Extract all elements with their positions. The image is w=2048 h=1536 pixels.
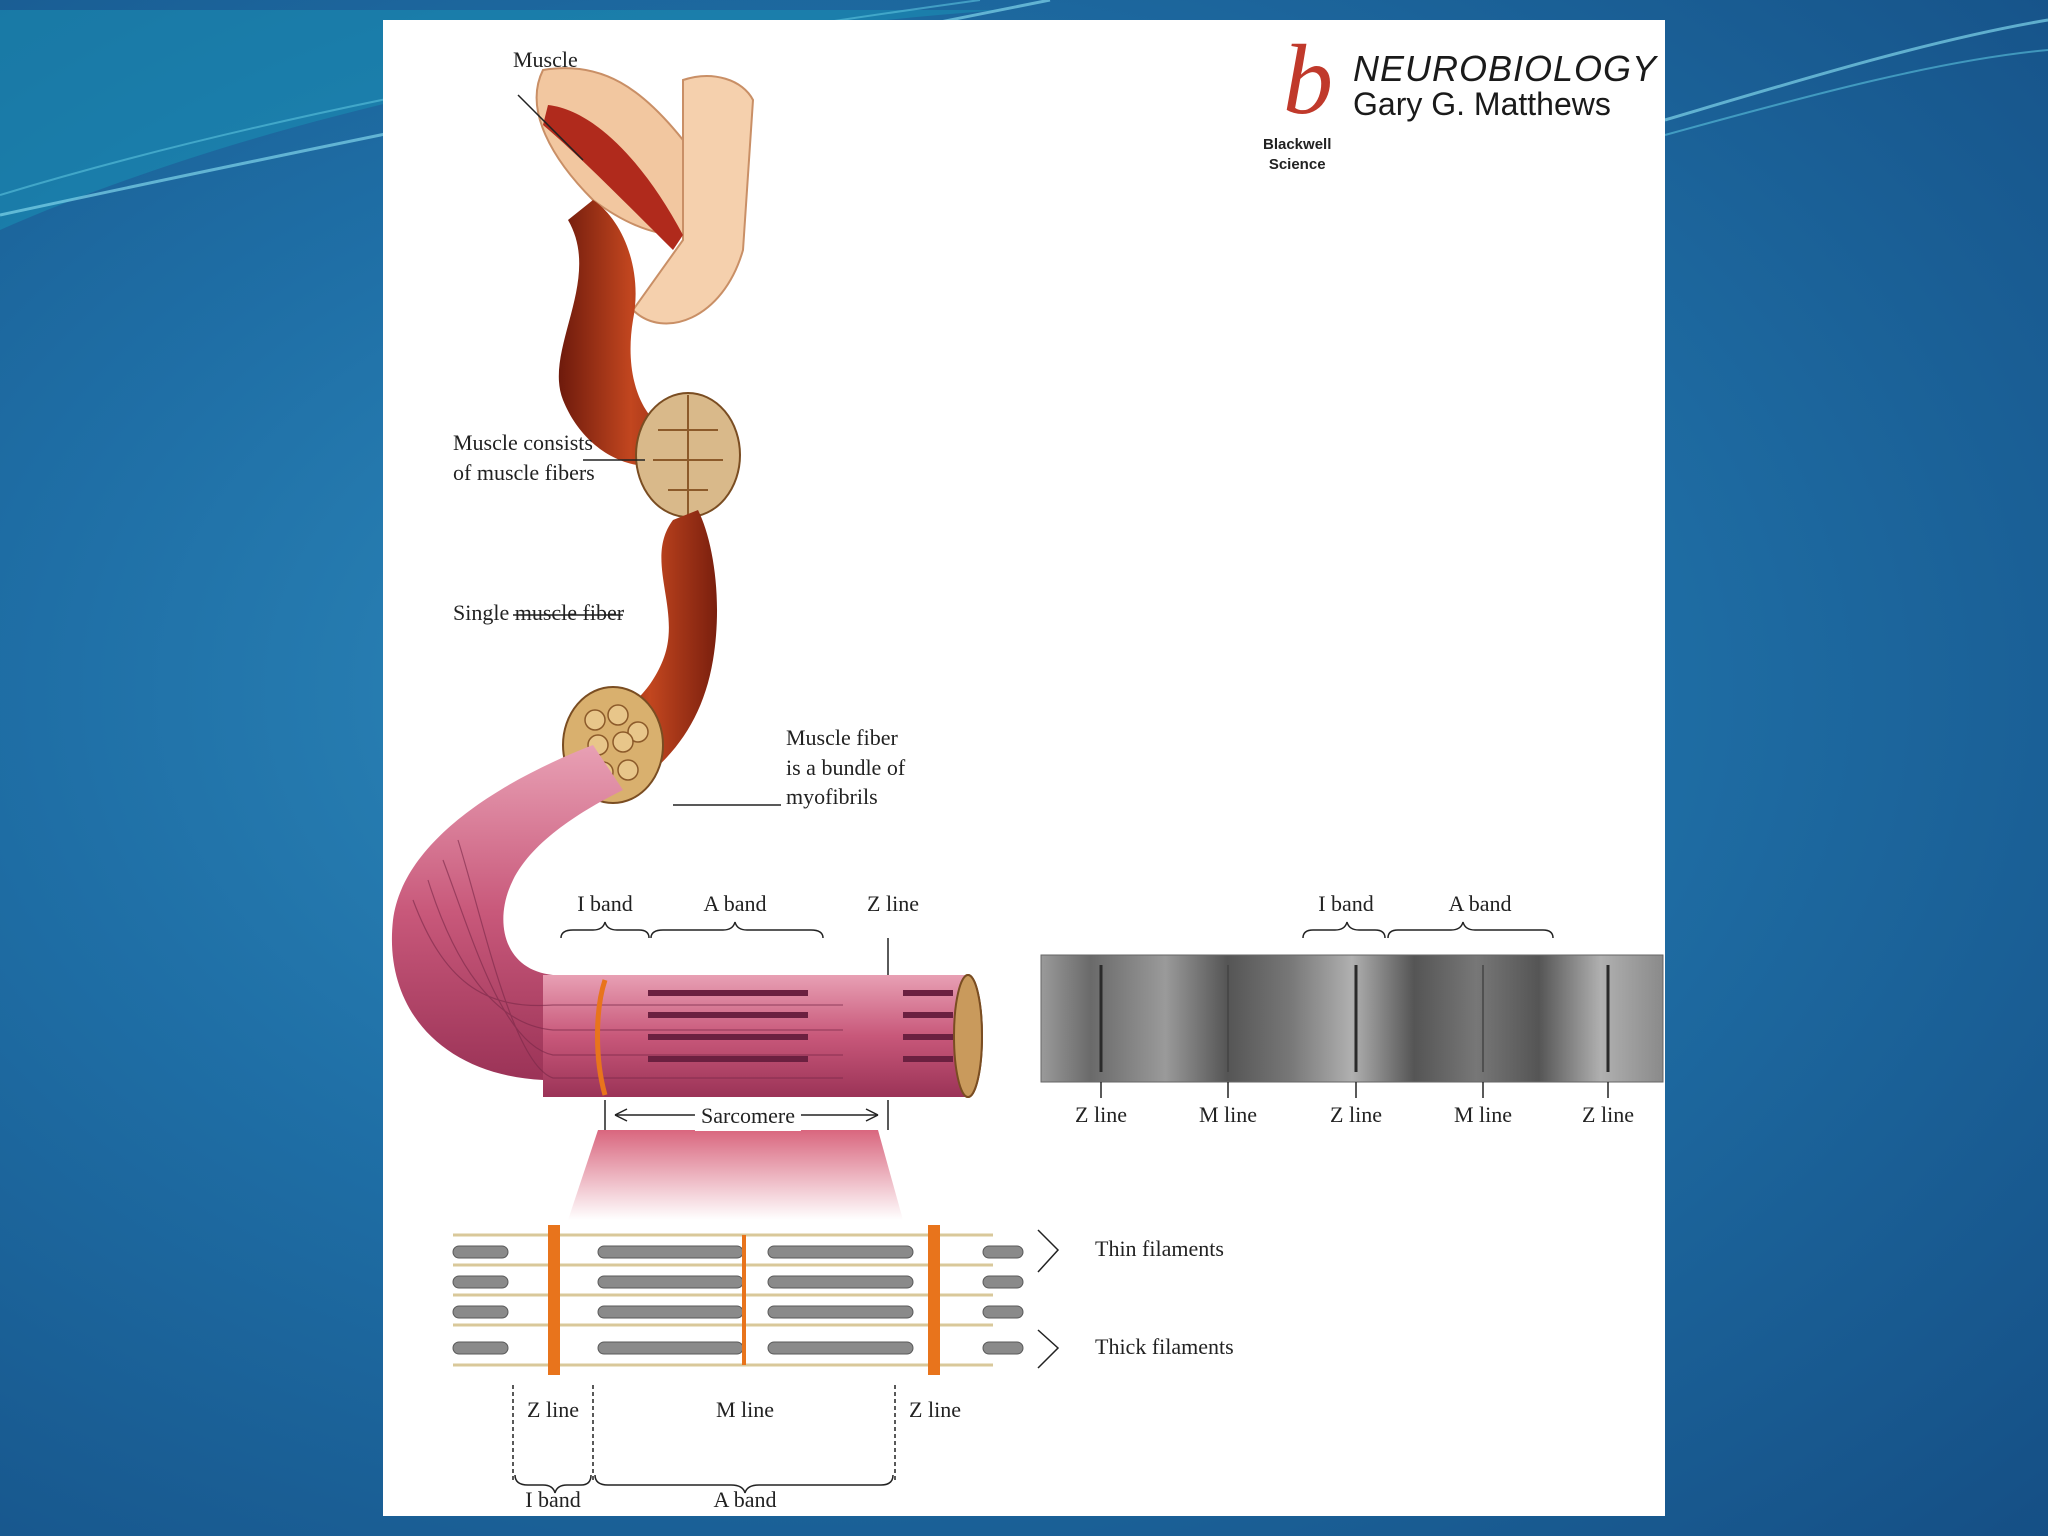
label-thin-filaments: Thin filaments [1095, 1234, 1224, 1264]
z-line-right [928, 1225, 940, 1375]
label-sarcomere: Sarcomere [695, 1101, 801, 1131]
micrograph-label-m-line: M line [1454, 1100, 1512, 1130]
book-author: Gary G. Matthews [1353, 86, 1611, 123]
micrograph-label-z-line: Z line [1075, 1100, 1127, 1130]
label-myofibril-a-band: A band [704, 889, 767, 919]
electron-micrograph [1041, 955, 1663, 1082]
micrograph-label-m-line: M line [1199, 1100, 1257, 1130]
publisher-logo: b [1283, 30, 1333, 130]
zoom-funnel [568, 1130, 903, 1220]
label-detail-z-line-right: Z line [909, 1395, 961, 1425]
filament-brackets [1038, 1230, 1058, 1368]
label-detail-a-band: A band [714, 1485, 777, 1515]
label-muscle: Muscle [513, 45, 578, 75]
publisher-name: Blackwell Science [1263, 135, 1331, 174]
book-title: NEUROBIOLOGY [1353, 48, 1657, 90]
label-myofibril-z-line: Z line [867, 889, 919, 919]
label-muscle-consists: Muscle consists of muscle fibers [453, 428, 595, 487]
label-detail-z-line-left: Z line [527, 1395, 579, 1425]
label-fiber-bundle: Muscle fiber is a bundle of myofibrils [786, 723, 905, 812]
micrograph-label-i-band: I band [1318, 889, 1374, 919]
arm-illustration [537, 68, 753, 323]
micrograph-label-z-line: Z line [1582, 1100, 1634, 1130]
textbook-figure: b NEUROBIOLOGY Gary G. Matthews Blackwel… [383, 20, 1665, 1516]
label-detail-i-band: I band [525, 1485, 581, 1515]
micrograph-label-a-band: A band [1449, 889, 1512, 919]
z-line-left [548, 1225, 560, 1375]
label-thick-filaments: Thick filaments [1095, 1332, 1234, 1362]
label-single-fiber: Single muscle fiber [453, 598, 624, 628]
label-detail-m-line: M line [716, 1395, 774, 1425]
sarcomere-detail [453, 1225, 1023, 1375]
m-line [742, 1235, 746, 1365]
muscle-structure-illustration [383, 20, 1665, 1516]
micrograph-label-z-line: Z line [1330, 1100, 1382, 1130]
label-myofibril-i-band: I band [577, 889, 633, 919]
